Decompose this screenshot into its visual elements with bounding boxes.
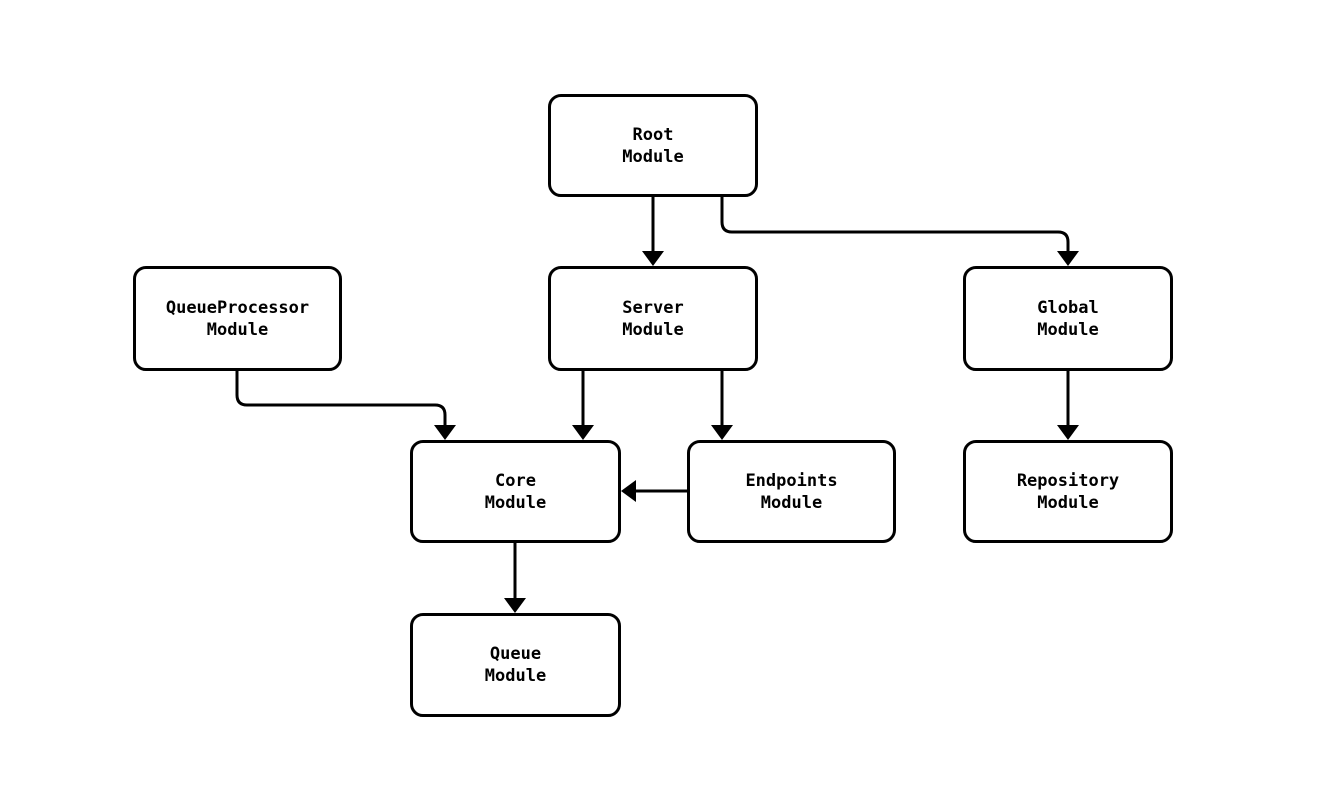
arrowhead-root-global — [1057, 251, 1079, 266]
node-label-secondary: Module — [622, 146, 684, 167]
node-label-primary: Endpoints — [745, 470, 838, 491]
edge-queueprocessor-core — [235, 371, 447, 426]
node-label-secondary: Module — [760, 492, 823, 513]
node-label-primary: Server — [622, 297, 684, 318]
arrowhead-global-repository — [1057, 425, 1079, 440]
node-label-primary: QueueProcessor — [165, 297, 310, 318]
node-label-primary: Global — [1037, 297, 1099, 318]
node-label-primary: Queue — [489, 644, 542, 664]
node-label-secondary: Module — [1037, 492, 1099, 513]
arrowheads-group — [434, 251, 1079, 613]
node-label-secondary: Module — [206, 319, 269, 340]
arrowhead-queueprocessor-core — [434, 425, 456, 440]
arrowhead-root-server — [642, 251, 664, 266]
node-label-secondary: Module — [484, 666, 547, 686]
arrowhead-server-endpoints — [711, 425, 733, 440]
node-label-secondary: Module — [1037, 319, 1099, 340]
edges-group — [235, 197, 1070, 599]
node-label-primary: Repository — [1016, 470, 1120, 491]
arrowhead-core-queue — [504, 598, 526, 613]
node-label-secondary: Module — [622, 319, 684, 340]
arrowhead-endpoints-core — [621, 480, 636, 502]
edge-root-global — [720, 197, 1070, 252]
node-label-secondary: Module — [484, 492, 547, 513]
arrowhead-server-core — [572, 425, 594, 440]
node-label-primary: Core — [495, 470, 536, 491]
node-label-primary: Root — [632, 124, 674, 145]
